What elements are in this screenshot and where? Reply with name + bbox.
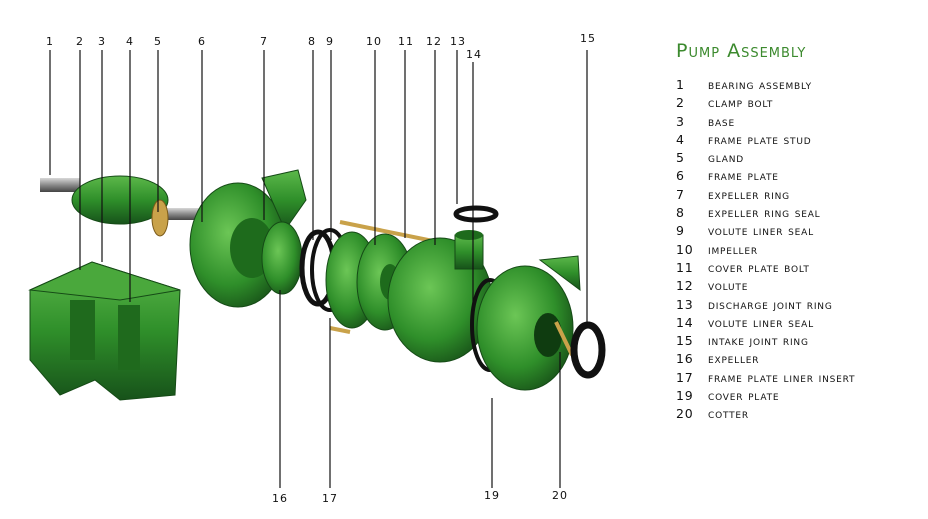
frame-plate-part bbox=[189, 169, 307, 308]
callout-9: 9 bbox=[326, 35, 334, 48]
legend-item-label: cover plate bolt bbox=[708, 259, 810, 275]
callout-8: 8 bbox=[308, 35, 316, 48]
legend-item: 8 expeller ring seal bbox=[676, 204, 926, 222]
legend-item-number: 15 bbox=[676, 333, 694, 349]
legend-item: 2 clamp bolt bbox=[676, 94, 926, 112]
legend-item: 17 frame plate liner insert bbox=[676, 369, 926, 387]
cover-plate-bolt-part bbox=[329, 220, 439, 334]
legend-item: 11 cover plate bolt bbox=[676, 259, 926, 277]
legend-item-number: 16 bbox=[676, 351, 694, 367]
legend-item-label: discharge joint ring bbox=[708, 296, 833, 312]
legend-item: 10 impeller bbox=[676, 241, 926, 259]
legend-item-number: 7 bbox=[676, 186, 685, 202]
legend-item-number: 11 bbox=[676, 259, 694, 275]
callout-11: 11 bbox=[398, 35, 414, 48]
legend-item-label: bearing assembly bbox=[708, 77, 812, 92]
legend-item-label: expeller ring seal bbox=[708, 205, 821, 221]
legend-item: 5 gland bbox=[676, 149, 926, 167]
callout-16: 16 bbox=[272, 492, 288, 505]
bearing-assembly-part bbox=[40, 175, 200, 225]
legend-item-number: 2 bbox=[676, 95, 685, 111]
gland-part bbox=[151, 199, 169, 237]
leader-lines bbox=[49, 50, 588, 488]
legend-item-number: 20 bbox=[676, 406, 694, 422]
legend-item: 1 bearing assembly bbox=[676, 76, 926, 94]
legend-item: 7 expeller ring bbox=[676, 186, 926, 204]
callout-6: 6 bbox=[198, 35, 206, 48]
legend-item-label: expeller bbox=[708, 351, 760, 367]
legend-item-label: volute liner seal bbox=[708, 223, 814, 239]
callout-4: 4 bbox=[126, 35, 134, 48]
legend-item: 13 discharge joint ring bbox=[676, 296, 926, 314]
legend-item-number: 17 bbox=[676, 369, 694, 385]
legend-item: 9 volute liner seal bbox=[676, 222, 926, 240]
legend-title: Pump Assembly bbox=[676, 40, 807, 62]
callout-7: 7 bbox=[260, 35, 268, 48]
callout-14: 14 bbox=[466, 48, 482, 61]
legend-item-label: cover plate bbox=[708, 388, 780, 404]
legend-item-number: 6 bbox=[676, 168, 685, 184]
callout-10: 10 bbox=[366, 35, 382, 48]
legend-item: 15 intake joint ring bbox=[676, 332, 926, 350]
callout-12: 12 bbox=[426, 35, 442, 48]
legend-item: 4 frame plate stud bbox=[676, 131, 926, 149]
callout-15: 15 bbox=[580, 32, 596, 45]
legend-item: 16 expeller bbox=[676, 350, 926, 368]
cover-plate-part bbox=[476, 255, 581, 391]
callout-3: 3 bbox=[98, 35, 106, 48]
legend-item-label: base bbox=[708, 113, 735, 129]
legend-item-number: 3 bbox=[676, 113, 685, 129]
base-part bbox=[28, 261, 181, 401]
legend-item-label: frame plate bbox=[708, 168, 779, 184]
legend-item-label: expeller ring bbox=[708, 186, 790, 202]
legend-item: 3 base bbox=[676, 113, 926, 131]
callout-17: 17 bbox=[322, 492, 338, 505]
legend-item-number: 13 bbox=[676, 296, 694, 312]
legend-item-label: frame plate liner insert bbox=[708, 369, 856, 385]
legend-item: 12 volute bbox=[676, 277, 926, 295]
legend-item: 6 frame plate bbox=[676, 167, 926, 185]
legend-item-number: 5 bbox=[676, 150, 685, 166]
legend-item: 19 cover plate bbox=[676, 387, 926, 405]
legend-item-number: 12 bbox=[676, 278, 694, 294]
legend: Pump Assembly 1 bearing assembly 2 clamp bo… bbox=[676, 40, 926, 424]
legend-item-number: 1 bbox=[676, 77, 685, 92]
legend-item-label: cotter bbox=[708, 406, 749, 422]
legend-item-label: clamp bolt bbox=[708, 95, 774, 111]
callout-1: 1 bbox=[46, 35, 54, 48]
legend-item: 14 volute liner seal bbox=[676, 314, 926, 332]
legend-item-number: 10 bbox=[676, 241, 694, 257]
legend-item-label: impeller bbox=[708, 241, 758, 257]
legend-item-number: 19 bbox=[676, 388, 694, 404]
callout-5: 5 bbox=[154, 35, 162, 48]
cotter-part bbox=[554, 321, 574, 356]
legend-item-number: 9 bbox=[676, 223, 685, 239]
volute-part bbox=[387, 230, 493, 363]
legend-item-label: gland bbox=[708, 150, 745, 166]
legend-item-number: 4 bbox=[676, 131, 685, 147]
legend-item-label: intake joint ring bbox=[708, 333, 809, 349]
legend-item-label: volute liner seal bbox=[708, 314, 814, 330]
callout-2: 2 bbox=[76, 35, 84, 48]
intake-joint-ring-part bbox=[570, 321, 606, 379]
legend-item-number: 8 bbox=[676, 205, 685, 221]
discharge-joint-ring-part bbox=[453, 205, 499, 223]
expeller-part bbox=[261, 221, 303, 295]
callout-13: 13 bbox=[450, 35, 466, 48]
legend-item-label: volute bbox=[708, 278, 749, 294]
legend-list: 1 bearing assembly 2 clamp bolt 3 base 4 frame … bbox=[676, 76, 926, 424]
callout-20: 20 bbox=[552, 489, 568, 502]
legend-item-number: 14 bbox=[676, 314, 694, 330]
legend-item-label: frame plate stud bbox=[708, 131, 812, 147]
callout-19: 19 bbox=[484, 489, 500, 502]
pump-exploded-diagram: 1 2 3 4 5 6 7 8 9 10 11 12 13 14 15 16 1… bbox=[28, 32, 606, 505]
legend-item: 20 cotter bbox=[676, 405, 926, 423]
